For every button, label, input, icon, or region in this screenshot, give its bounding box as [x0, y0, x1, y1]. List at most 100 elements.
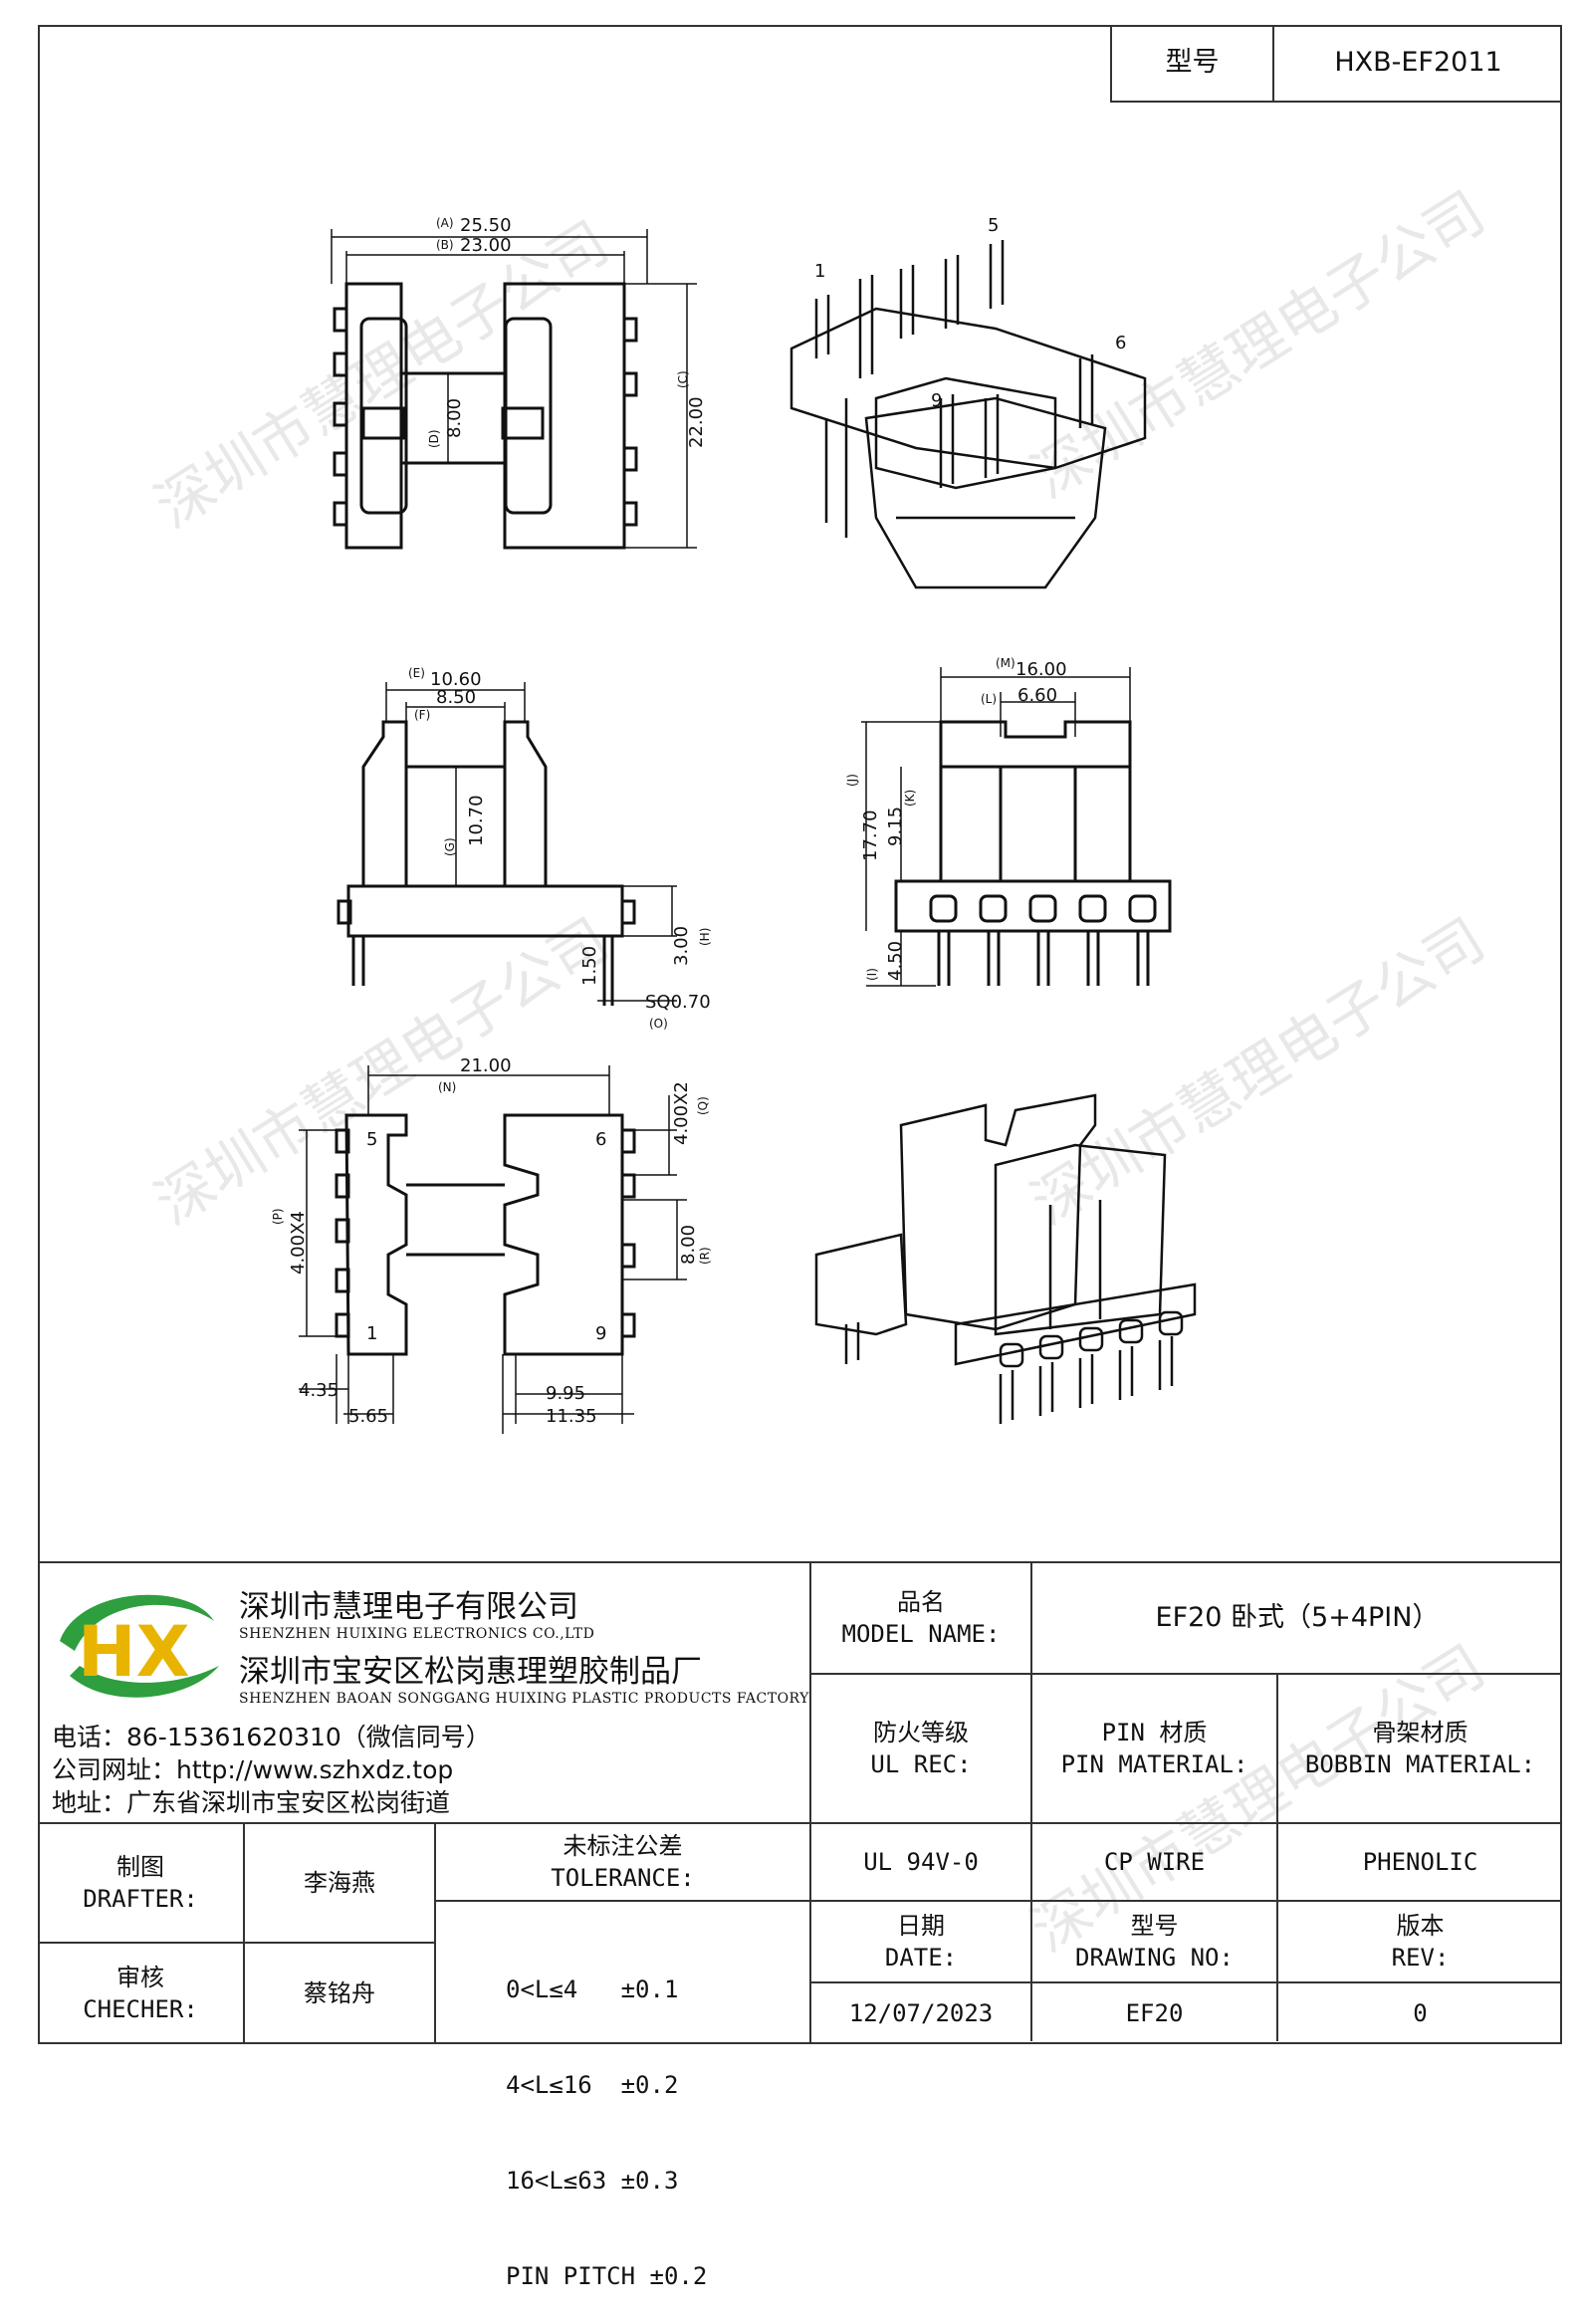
- dim-i: 4.50: [885, 941, 906, 981]
- dim-a: 25.50: [460, 215, 512, 236]
- company-name-en: SHENZHEN HUIXING ELECTRONICS CO.,LTD: [239, 1626, 595, 1642]
- tag-p: (P): [271, 1208, 285, 1225]
- date-value: 12/07/2023: [848, 1998, 994, 2027]
- dim-c: 22.00: [686, 396, 707, 448]
- bobbin-label-cn: 骨架材质: [1372, 1718, 1468, 1746]
- isometric-pin-labels: 1 5 6 9: [814, 215, 1126, 411]
- tag-j: (J): [845, 774, 859, 787]
- tolerance-label-cn: 未标注公差: [563, 1831, 683, 1860]
- dim-e: 10.60: [430, 669, 482, 690]
- rev-label-cn: 版本: [1396, 1911, 1445, 1940]
- pin-value-cell: CP WIRE: [1032, 1824, 1276, 1900]
- checker-name: 蔡铭舟: [304, 1978, 375, 2007]
- dim-b: 23.00: [460, 235, 512, 256]
- dim-r: 8.00: [678, 1225, 699, 1265]
- tag-l: (L): [981, 692, 997, 706]
- fire-label-cell: 防火等级 UL REC:: [811, 1675, 1030, 1822]
- pin-1: 1: [366, 1323, 377, 1344]
- pin-label-cell: PIN 材质 PIN MATERIAL:: [1032, 1675, 1276, 1822]
- company-name-cn: 深圳市慧理电子有限公司: [239, 1589, 578, 1625]
- dim-m: 16.00: [1016, 659, 1067, 680]
- iso-pin-1: 1: [814, 261, 825, 282]
- fire-value-cell: UL 94V-0: [811, 1824, 1030, 1900]
- technical-drawing: 1 5 6 9: [271, 215, 1197, 1434]
- dim-k: 9.15: [885, 807, 906, 846]
- side-view: [337, 682, 677, 1006]
- pin-9: 9: [595, 1323, 606, 1344]
- dim-p: 4.00X4: [288, 1211, 309, 1275]
- factory-name-cn: 深圳市宝安区松岗惠理塑胶制品厂: [239, 1654, 702, 1690]
- company-logo: HX: [60, 1594, 219, 1698]
- tolerance-lines: 0<L≤4 ±0.1 4<L≤16 ±0.2 16<L≤63 ±0.3 PIN …: [506, 1910, 804, 2324]
- dim-l: 6.60: [1017, 685, 1057, 706]
- model-name-label-cell: 品名 MODEL NAME:: [811, 1563, 1030, 1673]
- tag-q: (Q): [696, 1096, 710, 1115]
- drafter-name-cell: 李海燕: [245, 1824, 434, 1942]
- company-block: HX 深圳市慧理电子有限公司 SHENZHEN HUIXING ELECTRON…: [38, 1563, 809, 1822]
- checker-label-en: CHECHER:: [83, 1995, 198, 2023]
- hline-tolerance: [436, 1900, 1562, 1902]
- factory-name-en: SHENZHEN BAOAN SONGGANG HUIXING PLASTIC …: [239, 1691, 809, 1707]
- tag-a: (A): [436, 216, 454, 230]
- fire-label-en: UL REC:: [870, 1750, 972, 1778]
- checker-label-cell: 审核 CHECHER:: [38, 1944, 243, 2043]
- dim-n: 21.00: [460, 1055, 512, 1076]
- pin-5: 5: [366, 1129, 377, 1150]
- pin-label-en: PIN MATERIAL:: [1060, 1750, 1248, 1778]
- hline-drafter: [38, 1942, 434, 1944]
- drawing-no-label-cn: 型号: [1130, 1911, 1179, 1940]
- date-label-en: DATE:: [884, 1944, 958, 1972]
- tolerance-line-2: 4<L≤16 ±0.2: [506, 2071, 679, 2099]
- date-value-cell: 12/07/2023: [811, 1983, 1030, 2043]
- isometric-view-top: [790, 240, 1147, 589]
- tag-n: (N): [438, 1080, 456, 1094]
- date-label-cell: 日期 DATE:: [811, 1902, 1030, 1981]
- tolerance-line-1: 0<L≤4 ±0.1: [506, 1975, 679, 2003]
- drawing-no-value: EF20: [1125, 1998, 1184, 2027]
- model-name-value-cell: EF20 卧式（5+4PIN）: [1032, 1563, 1562, 1673]
- drawing-no-value-cell: EF20: [1032, 1983, 1276, 2043]
- tolerance-line-3: 16<L≤63 ±0.3: [506, 2167, 679, 2195]
- checker-name-cell: 蔡铭舟: [245, 1944, 434, 2043]
- front-view: [861, 667, 1172, 987]
- bobbin-value-cell: PHENOLIC: [1278, 1824, 1562, 1900]
- hline-date: [809, 1981, 1562, 1983]
- fire-label-cn: 防火等级: [873, 1718, 969, 1746]
- title-block-top-line: [38, 1561, 1562, 1563]
- tag-g: (G): [443, 837, 457, 856]
- tag-c: (C): [676, 370, 690, 388]
- iso-pin-5: 5: [988, 215, 999, 236]
- tag-f: (F): [414, 708, 430, 722]
- drawing-no-label-cell: 型号 DRAWING NO:: [1032, 1902, 1276, 1981]
- tag-o: (O): [649, 1017, 668, 1031]
- vline-tolerance: [809, 1824, 811, 2043]
- vline-company: [809, 1563, 811, 1822]
- rev-label-cell: 版本 REV:: [1278, 1902, 1562, 1981]
- company-phone: 电话：86-15361620310（微信同号）: [52, 1723, 491, 1751]
- vline-names: [434, 1824, 436, 2043]
- model-value: HXB-EF2011: [1334, 46, 1502, 78]
- dim-565: 5.65: [348, 1406, 388, 1427]
- drafter-label-en: DRAFTER:: [83, 1885, 198, 1913]
- dim-995: 9.95: [546, 1383, 585, 1404]
- drawing-no-label-en: DRAWING NO:: [1075, 1944, 1234, 1972]
- top-view: [331, 229, 697, 550]
- tag-m: (M): [996, 656, 1016, 670]
- dim-h: 3.00: [671, 926, 692, 966]
- tag-h: (H): [698, 928, 712, 946]
- vline-model-name: [1030, 1563, 1032, 2041]
- dim-f: 8.50: [436, 687, 476, 708]
- bobbin-label-en: BOBBIN MATERIAL:: [1304, 1750, 1536, 1778]
- model-label: 型号: [1165, 46, 1220, 78]
- rev-value: 0: [1413, 1998, 1428, 2027]
- drafter-label-cn: 制图: [116, 1852, 164, 1881]
- dim-sq: SQ0.70: [645, 992, 711, 1013]
- dim-side-pin: 1.50: [579, 946, 600, 986]
- drafter-name: 李海燕: [304, 1868, 375, 1897]
- model-name-label-en: MODEL NAME:: [841, 1620, 1001, 1648]
- model-name-value: EF20 卧式（5+4PIN）: [1155, 1601, 1440, 1633]
- tag-i: (I): [865, 968, 879, 981]
- logo-text: HX: [78, 1611, 190, 1693]
- vline-drafter: [243, 1824, 245, 2043]
- hline-model-name: [809, 1673, 1562, 1675]
